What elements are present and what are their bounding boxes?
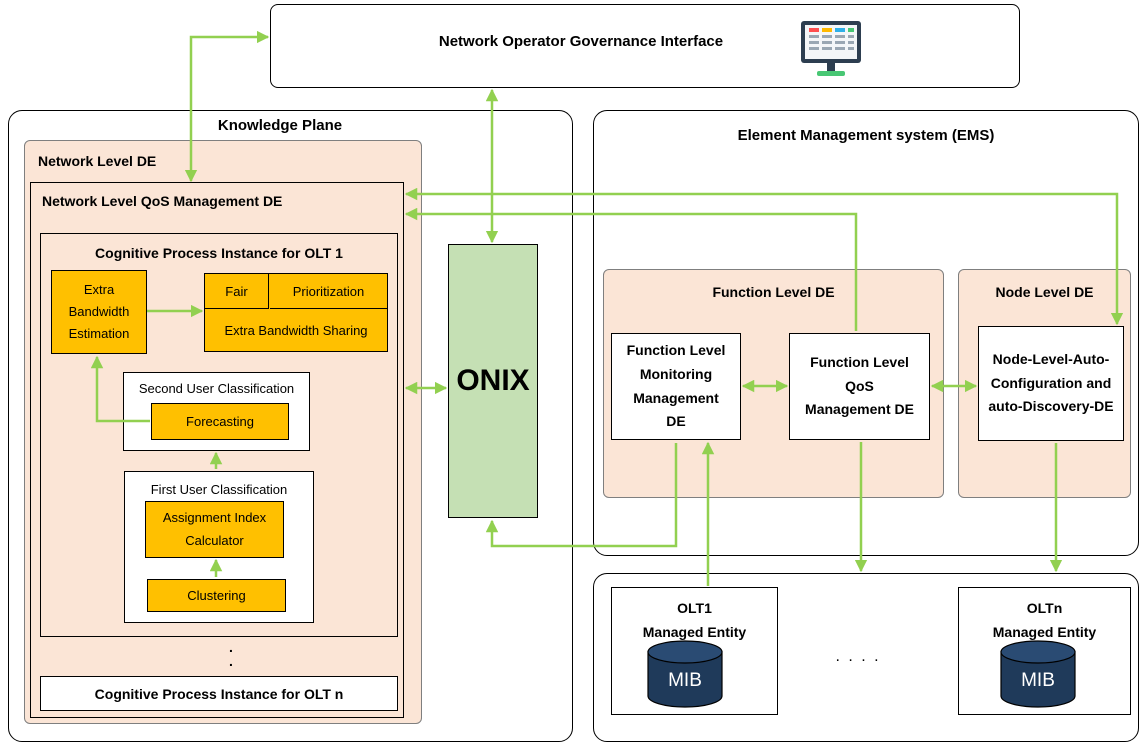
network-qos-management-de	[30, 182, 404, 718]
mib-label: MIB	[668, 670, 702, 691]
oltn-label: OLTn Managed Entity	[992, 600, 1097, 640]
ems-title: Element Management system (EMS)	[737, 127, 995, 144]
fair-label: Fair	[205, 274, 269, 309]
monitor-dashboard-icon	[799, 17, 863, 81]
prioritization-label: Prioritization	[270, 274, 387, 309]
first-user-classification-label: First User Classification	[150, 482, 288, 497]
extra-bandwidth-sharing-label: Extra Bandwidth Sharing	[224, 323, 368, 338]
governance-box: Network Operator Governance Interface	[270, 4, 1020, 88]
mib-database-icon	[646, 640, 724, 708]
olt1-label: OLT1 Managed Entity	[642, 600, 747, 640]
vertical-dots: . .	[229, 639, 233, 669]
function-level-monitoring-de: Function Level Monitoring Management DE	[611, 333, 741, 440]
mib-database-icon	[999, 640, 1077, 708]
knowledge-plane-title: Knowledge Plane	[217, 117, 343, 134]
cognitive-process-olt1	[40, 233, 398, 637]
cognitive-process-olt1-title: Cognitive Process Instance for OLT 1	[95, 245, 343, 261]
network-level-de-label: Network Level DE	[38, 153, 157, 169]
assignment-index-calculator: Assignment Index Calculator	[145, 501, 284, 558]
node-level-auto-config-de: Node-Level-Auto-Configuration and auto-D…	[978, 326, 1124, 441]
ellipsis: . . . .	[835, 648, 881, 665]
extra-bandwidth-estimation: Extra Bandwidth Estimation	[51, 270, 147, 354]
function-level-de-label: Function Level DE	[712, 284, 835, 300]
second-user-classification-label: Second User Classification	[138, 381, 295, 396]
mib-label: MIB	[1021, 670, 1055, 691]
node-level-de-label: Node Level DE	[995, 284, 1094, 300]
cognitive-process-oltn: Cognitive Process Instance for OLT n	[40, 676, 398, 711]
clustering-box: Clustering	[147, 579, 286, 612]
governance-title: Network Operator Governance Interface	[438, 33, 724, 50]
network-level-de	[24, 140, 422, 724]
onix-controller: ONIX	[448, 244, 538, 518]
network-qos-management-label: Network Level QoS Management DE	[42, 193, 283, 209]
extra-bandwidth-sharing-group	[204, 273, 388, 352]
function-level-qos-de: Function Level QoS Management DE	[789, 333, 930, 440]
forecasting-box: Forecasting	[151, 403, 289, 440]
